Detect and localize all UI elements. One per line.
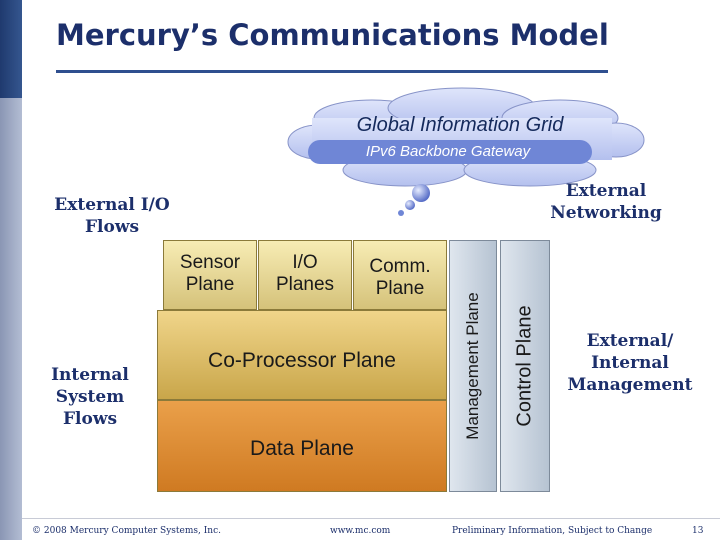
cloud-bubble-large bbox=[412, 184, 430, 202]
external-internal-management-line: Management bbox=[567, 375, 693, 395]
internal-flows-line: System bbox=[55, 387, 125, 407]
page-number: 13 bbox=[692, 526, 704, 536]
external-io-line: External I/O bbox=[54, 195, 170, 215]
sensor-plane-line: Sensor bbox=[179, 252, 241, 273]
external-networking-line: Networking bbox=[550, 203, 662, 223]
external-internal-management-line: External/ bbox=[586, 331, 674, 351]
management-plane: Management Plane bbox=[449, 240, 497, 492]
coprocessor-plane: Co-Processor Plane bbox=[157, 310, 447, 400]
coprocessor-plane-label: Co-Processor Plane bbox=[208, 349, 396, 372]
title-underline bbox=[56, 70, 608, 73]
external-networking-line: External bbox=[565, 181, 647, 201]
data-plane: Data Plane bbox=[157, 400, 447, 492]
internal-flows-line: Internal bbox=[51, 365, 129, 385]
control-plane-label: Control Plane bbox=[513, 305, 536, 427]
footer-notice: Preliminary Information, Subject to Chan… bbox=[452, 526, 653, 536]
sensor-plane: Sensor Plane bbox=[163, 240, 257, 310]
comm-plane: Comm. Plane bbox=[353, 240, 447, 310]
data-plane-label: Data Plane bbox=[250, 437, 354, 460]
external-networking-label: External Networking bbox=[536, 180, 676, 224]
footer-divider bbox=[22, 518, 720, 519]
sensor-plane-line: Plane bbox=[185, 274, 235, 295]
footer-copyright: © 2008 Mercury Computer Systems, Inc. bbox=[32, 526, 221, 536]
cloud-title: Global Information Grid bbox=[356, 114, 564, 136]
left-accent-band bbox=[0, 0, 22, 540]
external-internal-management-line: Internal bbox=[591, 353, 669, 373]
external-internal-management-label: External/ Internal Management bbox=[558, 330, 702, 396]
io-planes-line: Planes bbox=[275, 274, 335, 295]
internal-flows-label: Internal System Flows bbox=[30, 364, 150, 430]
cloud-bubble-small bbox=[398, 210, 404, 216]
footer-url[interactable]: www.mc.com bbox=[330, 526, 391, 536]
internal-flows-line: Flows bbox=[62, 409, 118, 429]
io-planes-line: I/O bbox=[292, 252, 318, 273]
external-io-line: Flows bbox=[84, 217, 140, 237]
cloud-bubble-medium bbox=[405, 200, 415, 210]
io-planes: I/O Planes bbox=[258, 240, 352, 310]
left-accent-band-lower bbox=[0, 98, 22, 540]
cloud-subtitle: IPv6 Backbone Gateway bbox=[365, 143, 531, 160]
control-plane: Control Plane bbox=[500, 240, 550, 492]
management-plane-label: Management Plane bbox=[463, 292, 482, 440]
comm-plane-line: Comm. bbox=[369, 256, 431, 277]
comm-plane-line: Plane bbox=[375, 278, 425, 299]
cloud-shape bbox=[287, 87, 645, 187]
slide-title: Mercury’s Communications Model bbox=[56, 18, 609, 52]
external-io-label: External I/O Flows bbox=[46, 194, 178, 238]
